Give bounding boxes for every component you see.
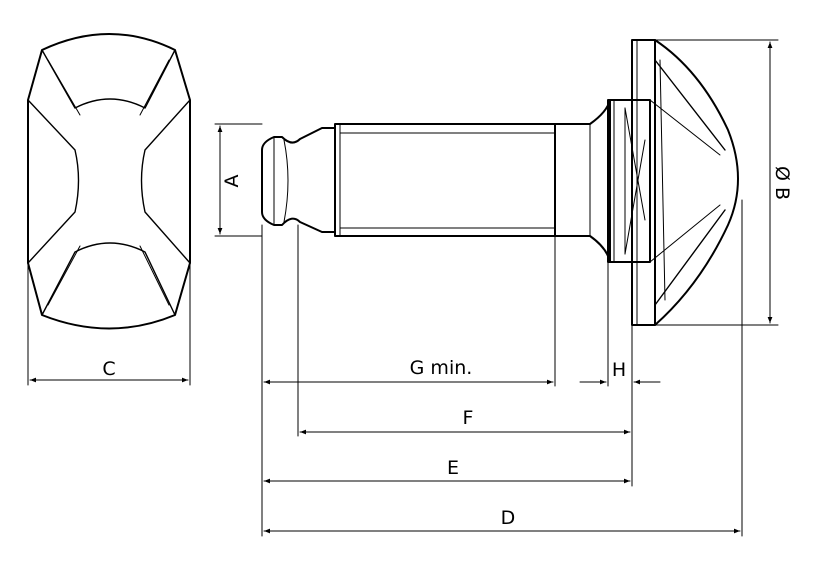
dim-d-label: D [501, 507, 516, 529]
dim-e-label: E [447, 457, 459, 479]
dimension-lines [29, 41, 773, 534]
head-end-view [27, 33, 191, 330]
dimension-labels: A Ø B C G min. H F E D [102, 166, 793, 529]
dim-f-label: F [463, 407, 474, 429]
bolt-side-view [261, 39, 739, 326]
dim-b-label: Ø B [771, 166, 793, 200]
dim-c-label: C [102, 358, 115, 380]
dim-g-label: G min. [410, 357, 473, 379]
dim-h-label: H [612, 359, 626, 381]
dim-a-label: A [221, 175, 243, 188]
extension-lines [27, 39, 779, 537]
